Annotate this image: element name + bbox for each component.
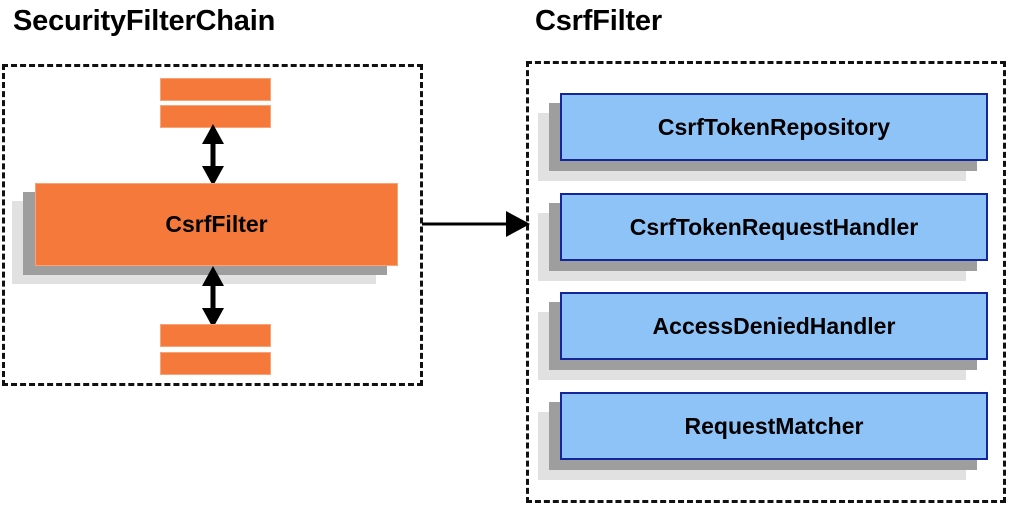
node-request-matcher-label: RequestMatcher bbox=[684, 412, 864, 439]
node-csrf-token-repository-label: CsrfTokenRepository bbox=[657, 113, 891, 140]
arrow-bottom bbox=[202, 266, 224, 328]
arrow-top bbox=[202, 124, 224, 186]
filter-slab-bottom-1 bbox=[160, 324, 271, 347]
node-access-denied-handler-face[interactable]: AccessDeniedHandler bbox=[560, 292, 988, 360]
node-csrf-token-repository-face[interactable]: CsrfTokenRepository bbox=[560, 93, 988, 161]
node-csrf-filter[interactable]: CsrfFilter bbox=[12, 183, 398, 285]
filter-slab-bottom-2 bbox=[160, 352, 271, 375]
security-filter-chain-container bbox=[2, 64, 423, 386]
filter-slab-top-2 bbox=[160, 105, 271, 128]
node-request-matcher-face[interactable]: RequestMatcher bbox=[560, 392, 988, 460]
node-request-matcher[interactable]: RequestMatcher bbox=[538, 392, 988, 480]
node-csrf-token-repository[interactable]: CsrfTokenRepository bbox=[538, 93, 988, 181]
panel-title-csrf-filter: CsrfFilter bbox=[535, 5, 662, 37]
node-access-denied-handler-label: AccessDeniedHandler bbox=[652, 312, 896, 339]
csrf-filter-container bbox=[526, 61, 1006, 503]
node-csrf-token-request-handler-face[interactable]: CsrfTokenRequestHandler bbox=[560, 193, 988, 261]
node-access-denied-handler[interactable]: AccessDeniedHandler bbox=[538, 292, 988, 380]
node-csrf-token-request-handler-label: CsrfTokenRequestHandler bbox=[629, 213, 919, 240]
node-csrf-filter-face[interactable]: CsrfFilter bbox=[35, 183, 398, 266]
node-csrf-filter-label: CsrfFilter bbox=[165, 211, 268, 237]
filter-slab-top-1 bbox=[160, 78, 271, 101]
expand-arrow bbox=[422, 211, 530, 237]
node-csrf-token-request-handler[interactable]: CsrfTokenRequestHandler bbox=[538, 193, 988, 281]
panel-title-security-filter-chain: SecurityFilterChain bbox=[13, 5, 276, 37]
